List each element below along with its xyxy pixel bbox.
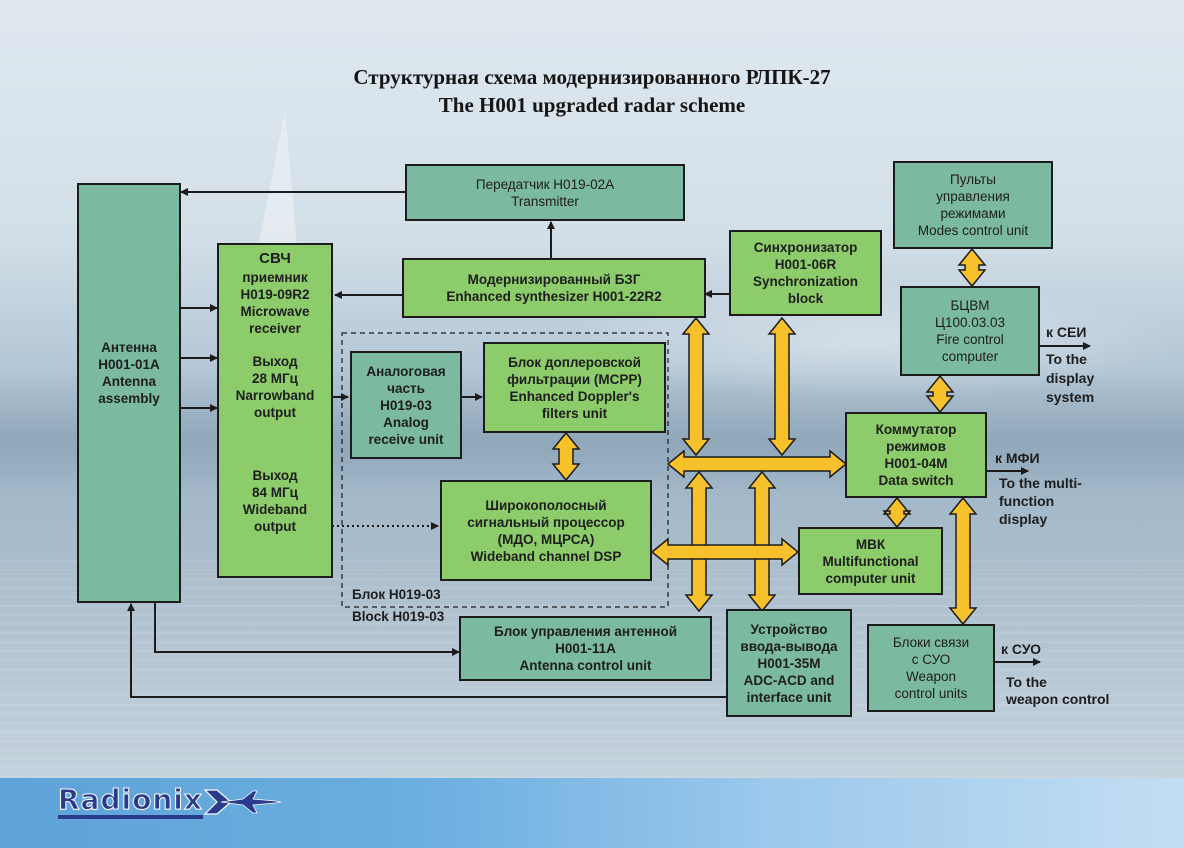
weapon-units-label-2: с СУО	[911, 652, 951, 667]
mvk-label-en: Multifunctional	[822, 553, 919, 569]
transmitter-block: Передатчик Н019-02А Transmitter	[405, 164, 685, 221]
io-label-2: ввода-вывода	[740, 638, 838, 654]
antenna-control-label: Блок управления антенной	[493, 624, 677, 639]
narrowband-label-en: Narrowband	[235, 388, 315, 403]
data-switch-label: Коммутатор	[875, 422, 957, 437]
analog-label-en-2: receive unit	[368, 431, 444, 447]
synthesizer-label-en: Enhanced synthesizer Н001-22R2	[446, 289, 662, 304]
data-switch-model: Н001-04М	[884, 456, 948, 471]
weapon-units-block: Блоки связи с СУО Weapon control units	[867, 624, 995, 712]
fire-control-label: БЦВМ	[950, 298, 990, 313]
output-display-en-1: To the	[1046, 351, 1087, 367]
narrowband-label: Выход	[252, 354, 298, 369]
analog-label: Аналоговая	[366, 363, 446, 379]
dsp-label-2: сигнальный процессор	[467, 514, 625, 530]
synthesizer-label-ru: Модернизированный БЗГ	[467, 272, 641, 287]
doppler-filters-block: Блок доплеровской фильтрации (МСРР) Enha…	[483, 342, 666, 433]
doppler-label: Блок доплеровской	[508, 354, 641, 370]
output-weapon-en-2: weapon control	[1006, 691, 1110, 707]
output-weapon-en-1: To the	[1006, 674, 1047, 690]
receiver-label-en: Microwave	[240, 304, 310, 319]
synchronizer-block: Синхронизатор Н001-06R Synchronization b…	[729, 230, 882, 316]
radionix-logo: Radionix	[58, 785, 283, 819]
analog-label-en: Analog	[383, 414, 429, 430]
transmitter-label-ru: Передатчик Н019-02А	[475, 176, 615, 192]
data-switch-block: Коммутатор режимов Н001-04М Data switch	[845, 412, 987, 498]
doppler-label-2: фильтрации (МСРР)	[507, 371, 642, 387]
modes-control-label: Пульты	[950, 172, 996, 187]
footer-bar	[0, 778, 1184, 848]
io-label: Устройство	[750, 621, 828, 637]
fire-control-model: Ц100.03.03	[934, 315, 1006, 330]
aircraft-logo-icon	[203, 789, 282, 815]
analog-unit-block: Аналоговая часть Н019-03 Analog receive …	[350, 351, 462, 459]
io-model: Н001-35М	[757, 655, 821, 671]
output-weapon-ru: к СУО	[1001, 641, 1042, 657]
dsp-label-en: Wideband channel DSP	[470, 548, 622, 564]
data-switch-label-en: Data switch	[878, 473, 954, 488]
fire-control-computer-block: БЦВМ Ц100.03.03 Fire control computer	[900, 286, 1040, 376]
io-label-en: ADC-ACD and	[743, 672, 835, 688]
data-switch-label-2: режимов	[886, 439, 946, 454]
weapon-units-label-en: Weapon	[905, 669, 957, 684]
antenna-label-en: Antenna	[102, 374, 156, 389]
receiver-model: Н019-09R2	[240, 287, 310, 302]
doppler-label-en-2: filters unit	[541, 405, 608, 421]
fire-control-label-en: Fire control	[936, 332, 1004, 347]
modes-control-label-3: режимами	[940, 206, 1006, 221]
receiver-label: СВЧ	[259, 250, 291, 267]
wideband-dsp-block: Широкополосный сигнальный процессор (МДО…	[440, 480, 652, 581]
microwave-receiver-block: СВЧ приемник Н019-09R2 Microwave receive…	[217, 243, 333, 578]
output-display-en-2: display	[1046, 370, 1095, 386]
synthesizer-block: Модернизированный БЗГ Enhanced synthesiz…	[402, 258, 706, 318]
mvk-label: МВК	[855, 536, 886, 552]
wideband-label: Выход	[252, 468, 298, 483]
synchronizer-label: Синхронизатор	[753, 240, 858, 255]
output-display-ru: к СЕИ	[1046, 324, 1087, 340]
antenna-control-block: Блок управления антенной Н001-11А Antenn…	[459, 616, 712, 681]
narrowband-label-en-2: output	[254, 405, 296, 420]
fire-control-label-en-2: computer	[941, 349, 999, 364]
receiver-label-en-2: receiver	[249, 321, 301, 336]
io-label-en-2: interface unit	[746, 689, 832, 705]
transmitter-label-en: Transmitter	[511, 193, 579, 209]
synchronizer-label-en-2: block	[787, 291, 824, 306]
group-label-en: Block Н019-03	[352, 609, 445, 624]
output-display-en-3: system	[1046, 389, 1095, 405]
output-mfd-ru: к МФИ	[995, 450, 1040, 466]
mvk-block: МВК Multifunctional computer unit	[798, 527, 943, 595]
analog-label-2: часть	[387, 380, 425, 396]
antenna-block: Антенна Н001-01А Antenna assembly	[77, 183, 181, 603]
wideband-freq: 84 МГц	[252, 485, 298, 500]
dsp-label-3: (МДО, МЦРСА)	[497, 531, 595, 547]
modes-control-label-en: Modes control unit	[917, 223, 1029, 238]
output-mfd-en-3: display	[999, 511, 1048, 527]
io-unit-block: Устройство ввода-вывода Н001-35М ADC-ACD…	[726, 609, 852, 717]
wideband-label-en-2: output	[254, 519, 296, 534]
mvk-label-en-2: computer unit	[825, 570, 916, 586]
narrowband-freq: 28 МГц	[252, 371, 298, 386]
doppler-label-en: Enhanced Doppler's	[509, 388, 640, 404]
title-english: The H001 upgraded radar scheme	[438, 93, 746, 117]
synchronizer-model: Н001-06R	[774, 257, 837, 272]
title-russian: Структурная схема модернизированного РЛП…	[353, 65, 831, 89]
group-label-ru: Блок Н019-03	[352, 587, 441, 602]
weapon-units-label-en-2: control units	[894, 686, 968, 701]
logo-text: Radionix	[58, 785, 203, 819]
output-mfd-en-1: To the multi-	[999, 475, 1082, 491]
antenna-model: Н001-01А	[98, 357, 160, 372]
synchronizer-label-en: Synchronization	[752, 274, 858, 289]
antenna-label: Антенна	[101, 340, 157, 355]
wideband-label-en: Wideband	[242, 502, 308, 517]
analog-model: Н019-03	[380, 397, 432, 413]
modes-control-block: Пульты управления режимами Modes control…	[893, 161, 1053, 249]
antenna-control-model: Н001-11А	[555, 641, 616, 656]
dsp-label: Широкополосный	[485, 497, 607, 513]
antenna-control-label-en: Antenna control unit	[519, 658, 652, 673]
weapon-units-label: Блоки связи	[892, 635, 970, 650]
output-mfd-en-2: function	[999, 493, 1055, 509]
modes-control-label-2: управления	[936, 189, 1010, 204]
receiver-label-2: приемник	[242, 270, 308, 285]
antenna-label-en-2: assembly	[98, 391, 160, 406]
